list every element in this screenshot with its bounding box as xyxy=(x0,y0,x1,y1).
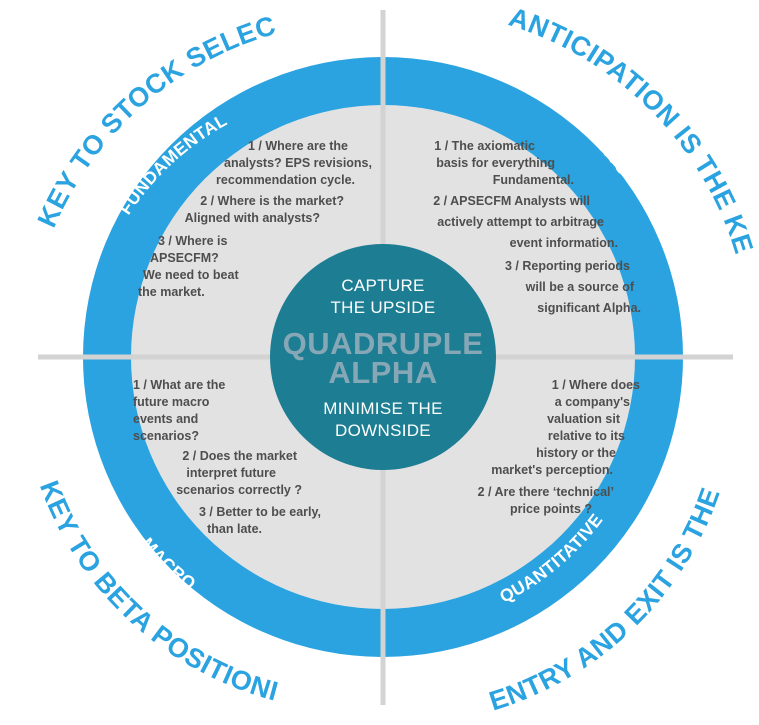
center-top-line-1: CAPTURE xyxy=(341,276,424,295)
question-line: will be a source of xyxy=(525,280,635,294)
center-bottom-line-2: DOWNSIDE xyxy=(335,421,431,440)
question-line: 1 / Where does xyxy=(552,378,640,392)
question-line: the market. xyxy=(138,285,205,299)
question-line: significant Alpha. xyxy=(537,301,641,315)
question-line: 3 / Reporting periods xyxy=(505,259,630,273)
question-line: 2 / Are there ‘technical’ xyxy=(478,485,614,499)
question-line: events and xyxy=(133,412,198,426)
question-line: Aligned with analysts? xyxy=(185,211,320,225)
question-line: interpret future xyxy=(186,466,276,480)
question-line: APSECFM? xyxy=(150,251,219,265)
question-line: 3 / Better to be early, xyxy=(199,505,321,519)
question-line: 1 / The axiomatic xyxy=(434,139,535,153)
question-line: 3 / Where is xyxy=(158,234,228,248)
question-line: recommendation cycle. xyxy=(216,173,355,187)
question-line: We need to beat xyxy=(143,268,239,282)
question-line: basis for everything xyxy=(436,156,555,170)
question-line: scenarios? xyxy=(133,429,199,443)
question-line: analysts? EPS revisions, xyxy=(224,156,372,170)
macro-questions: 1 / What are the future macro events and… xyxy=(133,378,225,443)
question-line: 1 / What are the xyxy=(133,378,225,392)
question-line: a company's xyxy=(555,395,630,409)
center-circle xyxy=(270,244,496,470)
question-line: price points ? xyxy=(510,502,592,516)
center-title-line-1: QUADRUPLE xyxy=(283,326,484,361)
question-line: market's perception. xyxy=(491,463,613,477)
center-top-line-2: THE UPSIDE xyxy=(330,298,435,317)
question-line: Fundamental. xyxy=(493,173,574,187)
question-line: valuation sit xyxy=(547,412,621,426)
center-bottom-line-1: MINIMISE THE xyxy=(323,399,442,418)
question-line: 2 / Does the market xyxy=(182,449,297,463)
question-line: future macro xyxy=(133,395,210,409)
quantitative-questions: 1 / Where does a company's valuation sit… xyxy=(478,378,640,516)
question-line: scenarios correctly ? xyxy=(176,483,302,497)
question-line: history or the xyxy=(536,446,616,460)
events-questions: 1 / The axiomatic basis for everything F… xyxy=(433,139,641,315)
question-line: 2 / Where is the market? xyxy=(200,194,344,208)
question-line: than late. xyxy=(207,522,262,536)
question-line: event information. xyxy=(510,236,618,250)
question-line: actively attempt to arbitrage xyxy=(437,215,604,229)
question-line: 2 / APSECFM Analysts will xyxy=(433,194,590,208)
fundamental-question-3: 3 / Where is APSECFM? We need to beat th… xyxy=(138,234,239,299)
center-title-line-2: ALPHA xyxy=(328,355,437,390)
center-text: CAPTURE THE UPSIDE QUADRUPLE ALPHA MINIM… xyxy=(283,276,484,440)
question-line: 1 / Where are the xyxy=(248,139,348,153)
macro-questions-cont: 2 / Does the market interpret future sce… xyxy=(176,449,321,536)
question-line: relative to its xyxy=(548,429,625,443)
fundamental-questions: 1 / Where are the analysts? EPS revision… xyxy=(185,139,372,225)
